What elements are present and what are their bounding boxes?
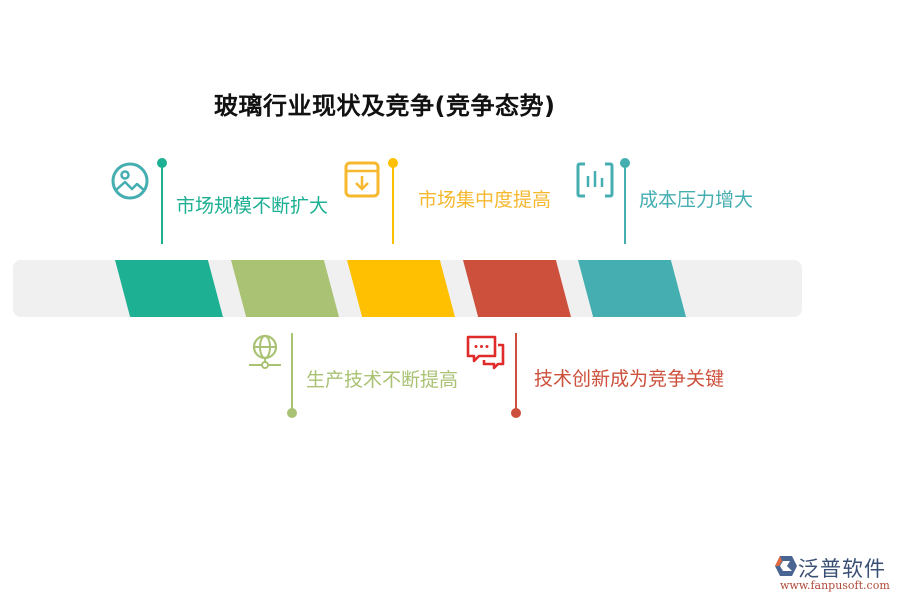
segment-cost-pressure — [578, 260, 686, 317]
logo-name: 泛普软件 — [798, 557, 886, 581]
item-label: 成本压力增大 — [639, 189, 754, 211]
marker-dot — [620, 158, 630, 168]
connector-line — [515, 333, 517, 411]
fanpu-logo-icon — [775, 556, 797, 576]
chat-bubbles-icon — [466, 335, 505, 370]
marker-dot — [388, 158, 398, 168]
item-label: 生产技术不断提高 — [306, 369, 459, 391]
segment-market-concentration — [347, 260, 455, 317]
marker-dot — [511, 408, 521, 418]
logo-url: www.fanpusoft.com — [780, 579, 890, 592]
connector-line — [291, 333, 293, 411]
item-label: 技术创新成为竞争关键 — [534, 368, 725, 390]
item-label: 市场集中度提高 — [418, 189, 552, 211]
bar-chart-icon — [576, 162, 614, 198]
connector-line — [624, 164, 626, 244]
marker-dot — [157, 158, 167, 168]
marker-dot — [287, 408, 297, 418]
connector-line — [161, 164, 163, 244]
image-icon — [111, 162, 149, 200]
download-box-icon — [344, 161, 380, 198]
segment-production-tech — [231, 260, 339, 317]
segment-market-scale — [115, 260, 223, 317]
segment-tech-innovation — [463, 260, 571, 317]
timeline-track — [13, 260, 802, 317]
globe-network-icon — [249, 334, 281, 369]
item-label: 市场规模不断扩大 — [176, 195, 329, 217]
page-title: 玻璃行业现状及竞争(竞争态势) — [214, 92, 556, 120]
connector-line — [392, 164, 394, 244]
